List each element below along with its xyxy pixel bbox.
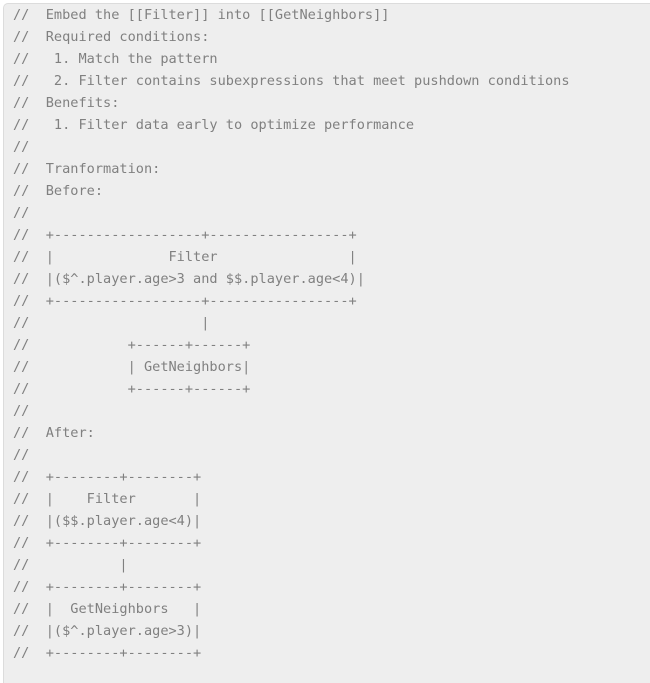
code-line: // |($^.player.age>3)|: [13, 623, 202, 639]
code-line: // Benefits:: [13, 95, 120, 111]
code-line: // |: [13, 557, 128, 573]
code-line: // Before:: [13, 183, 104, 199]
code-line: // 1. Match the pattern: [13, 51, 218, 67]
code-line: //: [13, 447, 30, 463]
code-lines-container[interactable]: // Embed the [[Filter]] into [[GetNeighb…: [13, 4, 570, 664]
code-line: // +--------+--------+: [13, 579, 202, 595]
code-line: // |($$.player.age<4)|: [13, 513, 202, 529]
code-line: // +------------------+-----------------…: [13, 227, 357, 243]
code-line: // +------+------+: [13, 381, 251, 397]
code-line: // +------------------+-----------------…: [13, 293, 357, 309]
code-line: // | Filter |: [13, 491, 202, 507]
code-line: //: [13, 205, 30, 221]
code-line: // +--------+--------+: [13, 469, 202, 485]
code-line: // After:: [13, 425, 95, 441]
code-line: // | Filter |: [13, 249, 357, 265]
code-line: //: [13, 139, 30, 155]
code-line: // 1. Filter data early to optimize perf…: [13, 117, 415, 133]
code-line: // +--------+--------+: [13, 535, 202, 551]
code-line: // | GetNeighbors|: [13, 359, 251, 375]
code-line: // +------+------+: [13, 337, 251, 353]
code-line: // 2. Filter contains subexpressions tha…: [13, 73, 570, 89]
code-comment-panel[interactable]: // Embed the [[Filter]] into [[GetNeighb…: [3, 3, 650, 683]
code-line: // Required conditions:: [13, 29, 210, 45]
code-line: // |: [13, 315, 210, 331]
code-line: // +--------+--------+: [13, 645, 202, 661]
code-line: // Embed the [[Filter]] into [[GetNeighb…: [13, 7, 390, 23]
code-line: // Tranformation:: [13, 161, 161, 177]
code-line: //: [13, 403, 30, 419]
code-line: // |($^.player.age>3 and $$.player.age<4…: [13, 271, 365, 287]
code-line: // | GetNeighbors |: [13, 601, 202, 617]
